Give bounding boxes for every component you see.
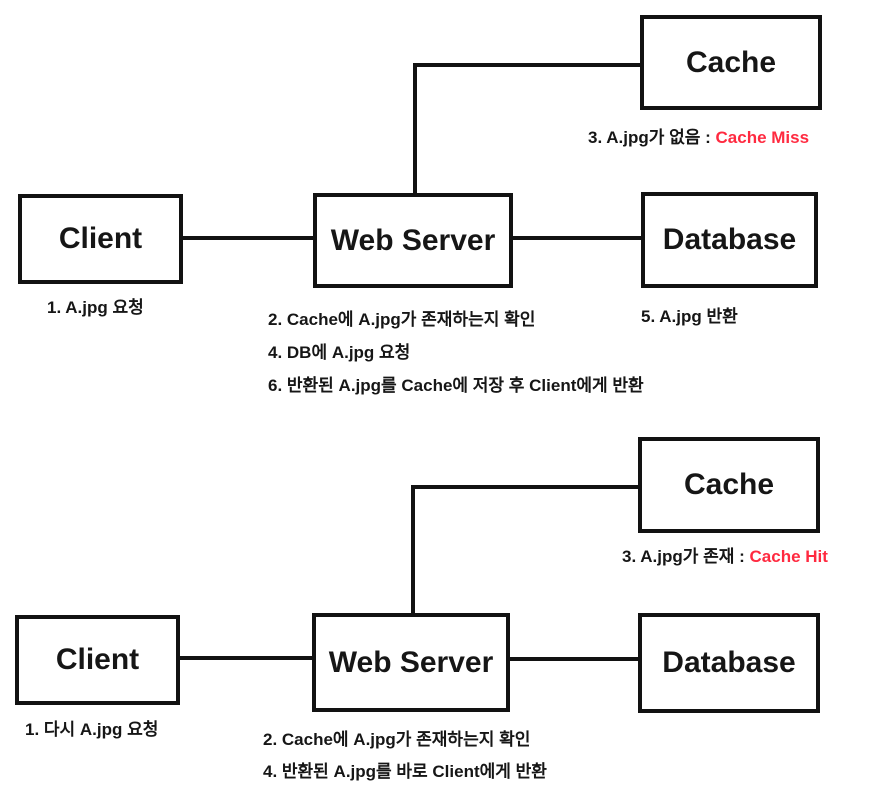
- cache-hit-highlight: Cache Hit: [749, 547, 828, 566]
- connector-webserver-cache-vertical: [413, 63, 417, 194]
- client-note: 1. A.jpg 요청: [47, 298, 144, 317]
- web-server-box: Web Server: [313, 193, 513, 288]
- client-note: 1. 다시 A.jpg 요청: [25, 720, 159, 739]
- connector-webserver-database: [512, 236, 642, 240]
- web-server-note-3: 6. 반환된 A.jpg를 Cache에 저장 후 Client에게 반환: [268, 376, 644, 395]
- connector-webserver-database: [510, 657, 638, 661]
- web-server-note-1: 2. Cache에 A.jpg가 존재하는지 확인: [263, 730, 531, 749]
- database-note: 5. A.jpg 반환: [641, 307, 738, 326]
- connector-client-webserver: [180, 656, 312, 660]
- cache-label: Cache: [685, 45, 777, 79]
- web-server-label: Web Server: [328, 645, 494, 679]
- web-server-label: Web Server: [330, 223, 496, 257]
- client-label: Client: [58, 222, 143, 255]
- database-label: Database: [662, 646, 796, 679]
- cache-note: 3. A.jpg가 없음 : Cache Miss: [588, 128, 809, 148]
- web-server-note-2: 4. DB에 A.jpg 요청: [268, 343, 411, 362]
- cache-note: 3. A.jpg가 존재 : Cache Hit: [622, 547, 828, 567]
- connector-client-webserver: [182, 236, 314, 240]
- cache-box: Cache: [640, 15, 822, 110]
- connector-webserver-cache-horizontal: [411, 485, 638, 489]
- connector-webserver-cache-horizontal: [413, 63, 640, 67]
- cache-miss-highlight: Cache Miss: [715, 128, 810, 147]
- web-server-notes: 2. Cache에 A.jpg가 존재하는지 확인 4. DB에 A.jpg 요…: [268, 303, 644, 402]
- database-box: Database: [641, 192, 818, 288]
- cache-note-text: 3. A.jpg가 없음 :: [588, 128, 716, 147]
- connector-webserver-cache-vertical: [411, 485, 415, 614]
- cache-label: Cache: [683, 468, 775, 501]
- database-label: Database: [662, 223, 797, 256]
- client-label: Client: [55, 643, 140, 676]
- cache-box: Cache: [638, 437, 820, 533]
- client-box: Client: [15, 615, 180, 705]
- web-server-note-1: 2. Cache에 A.jpg가 존재하는지 확인: [268, 310, 536, 329]
- web-server-notes: 2. Cache에 A.jpg가 존재하는지 확인 4. 반환된 A.jpg를 …: [263, 724, 547, 788]
- web-server-box: Web Server: [312, 613, 510, 712]
- cache-note-text: 3. A.jpg가 존재 :: [622, 547, 750, 566]
- client-box: Client: [18, 194, 183, 284]
- database-box: Database: [638, 613, 820, 713]
- web-server-note-2: 4. 반환된 A.jpg를 바로 Client에게 반환: [263, 762, 547, 781]
